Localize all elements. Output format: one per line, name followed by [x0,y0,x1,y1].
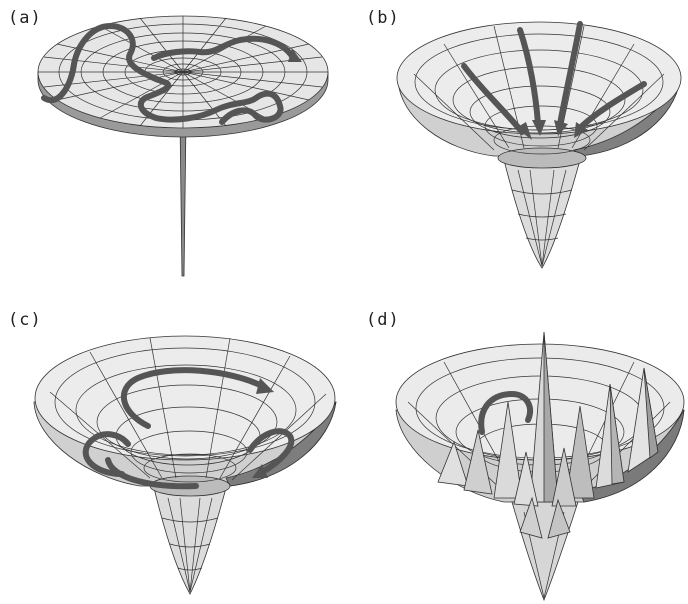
panel-b: (b) [344,0,688,302]
cone-c [154,488,226,594]
funnel-surface-c [0,302,344,604]
flat-disc-surface [0,0,344,302]
spiky-funnel-surface-d [344,302,688,604]
spike [180,120,186,276]
panel-c: (c) [0,302,344,604]
cone-b [504,160,580,268]
panel-d: (d) [344,302,688,604]
funnel-surface-b [344,0,688,302]
cone-d [512,502,578,600]
panel-a: (a) [0,0,344,302]
